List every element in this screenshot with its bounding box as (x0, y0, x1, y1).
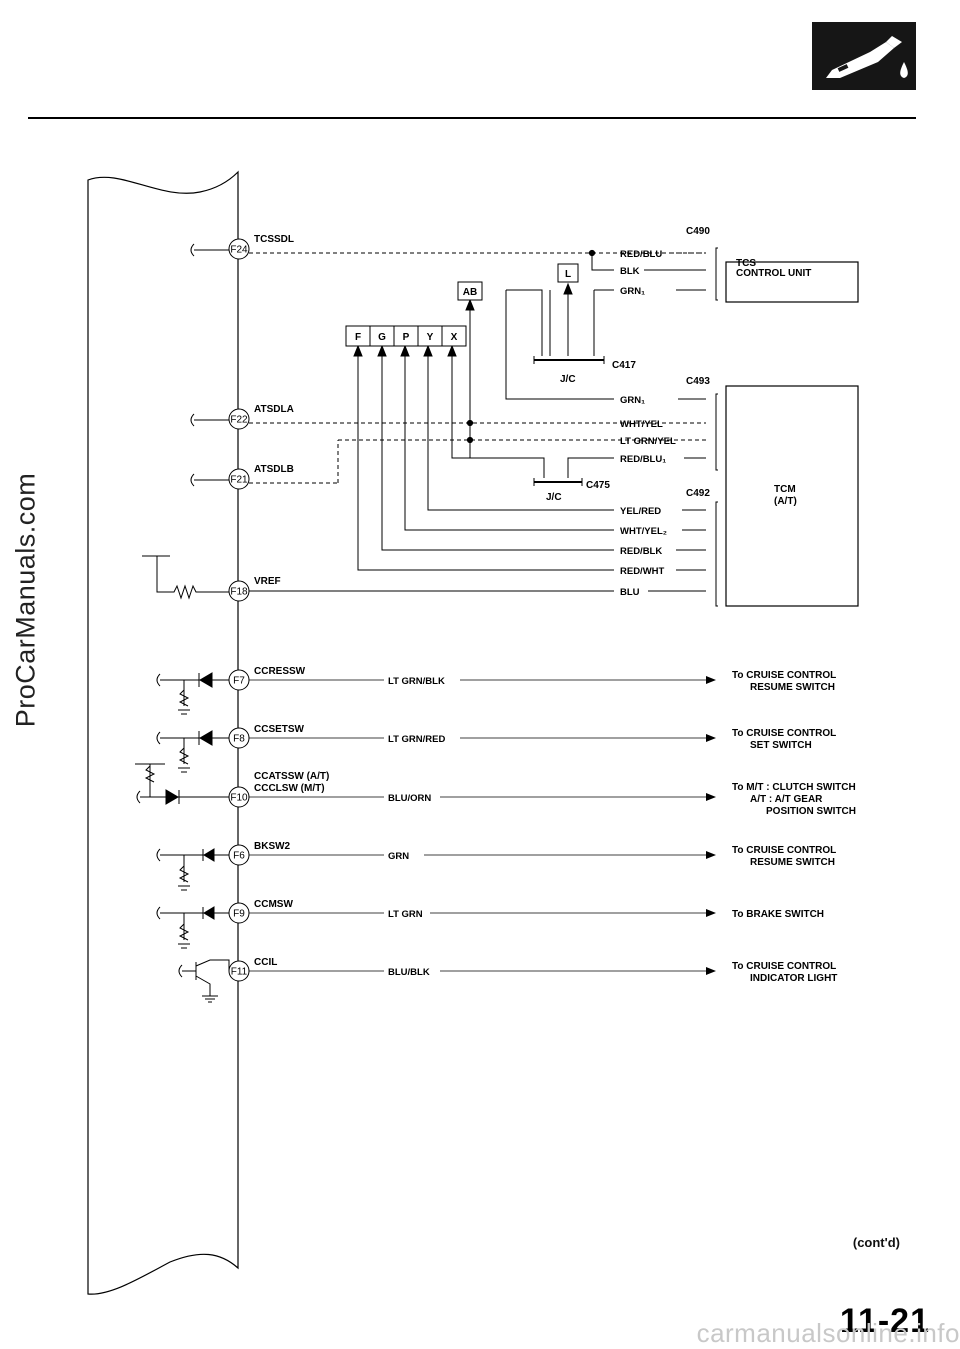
tcm-sub: (A/T) (774, 496, 797, 507)
wires-upper (249, 247, 718, 607)
continued-label: (cont'd) (852, 1235, 900, 1250)
output-wire-4: LT GRN (388, 909, 423, 920)
pin-f10: F10 (228, 786, 250, 808)
page-number: 11-21 (839, 1302, 930, 1340)
wire-tcm-4: YEL/RED (620, 506, 661, 517)
signal-tcssdl: TCSSDL (254, 234, 294, 245)
dest-3-line-0: To CRUISE CONTROL (732, 845, 836, 856)
dlc-terminals: F G P Y X AB L (345, 263, 579, 347)
terminal-ab: AB (463, 287, 477, 298)
connector-c475: C475 (586, 480, 610, 491)
pin-f24: F24 (228, 238, 250, 260)
pin-f6-label: F6 (233, 851, 245, 862)
dest-3-line-1: RESUME SWITCH (750, 857, 835, 868)
connector-c492: C492 (686, 488, 710, 499)
pin-f7-label: F7 (233, 676, 245, 687)
wire-tcs-2: GRN₁ (620, 286, 645, 297)
pin-f22: F22 (228, 408, 250, 430)
output-wire-3: GRN (388, 851, 409, 862)
pin-f18: F18 (228, 580, 250, 602)
signal-ccsetsw: CCSETSW (254, 724, 305, 735)
output-wires (249, 679, 708, 972)
pin-f7: F7 (228, 669, 250, 691)
wire-tcm-1: WHT/YEL (620, 419, 663, 430)
dest-2-line-2: POSITION SWITCH (766, 806, 856, 817)
pin-f21-label: F21 (230, 475, 248, 486)
wire-tcs-0: RED/BLU (620, 249, 662, 260)
bottom-watermark: carmanualsonline.info (696, 1318, 960, 1348)
signal-ccressw: CCRESSW (254, 666, 306, 677)
signal-ccclsw: CCCLSW (M/T) (254, 783, 325, 794)
dest-0-line-1: RESUME SWITCH (750, 682, 835, 693)
pin-f24-label: F24 (230, 245, 248, 256)
terminal-x: X (451, 332, 458, 343)
wire-tcm-7: RED/WHT (620, 566, 665, 577)
output-wire-1: LT GRN/RED (388, 734, 445, 745)
wire-tcm-5: WHT/YEL₂ (620, 526, 667, 537)
wire-tcm-8: BLU (620, 587, 640, 598)
connector-c490: C490 (686, 226, 710, 237)
pin-f11: F11 (228, 960, 250, 982)
wire-tcm-6: RED/BLK (620, 546, 662, 557)
pin-f8-label: F8 (233, 734, 245, 745)
dest-2-line-1: A/T : A/T GEAR (750, 794, 823, 805)
connector-c417: C417 (612, 360, 636, 371)
jc-label-1: J/C (560, 374, 576, 385)
fuel-nozzle-logo-icon (812, 22, 916, 90)
internal-stubs (135, 243, 230, 1003)
pin-f11-label: F11 (231, 967, 248, 978)
terminal-p: P (403, 332, 410, 343)
output-wire-5: BLU/BLK (388, 967, 430, 978)
ecm-outline (87, 170, 239, 1295)
output-wire-0: LT GRN/BLK (388, 676, 445, 687)
signal-ccil: CCIL (254, 957, 277, 968)
pin-f21: F21 (228, 468, 250, 490)
tcm-unit: TCM (A/T) (725, 385, 859, 607)
terminal-y: Y (427, 332, 434, 343)
dest-4-line-0: To BRAKE SWITCH (732, 909, 824, 920)
pin-f6: F6 (228, 844, 250, 866)
signal-bksw2: BKSW2 (254, 841, 291, 852)
tcs-unit: TCS CONTROL UNIT (725, 258, 859, 303)
pin-f9: F9 (228, 902, 250, 924)
output-wire-2: BLU/ORN (388, 793, 431, 804)
output-arrows (706, 676, 716, 975)
dest-1-line-0: To CRUISE CONTROL (732, 728, 836, 739)
jc-label-2: J/C (546, 492, 562, 503)
pin-f18-label: F18 (230, 587, 248, 598)
wire-tcm-0: GRN₁ (620, 395, 645, 406)
pin-f22-label: F22 (230, 415, 248, 426)
wire-tcm-2: LT GRN/YEL (620, 436, 676, 447)
terminal-g: G (378, 332, 386, 343)
terminal-f: F (355, 332, 361, 343)
dest-2-line-0: To M/T : CLUTCH SWITCH (732, 782, 856, 793)
dest-5-line-0: To CRUISE CONTROL (732, 961, 836, 972)
pin-f9-label: F9 (233, 909, 245, 920)
signal-atsdla: ATSDLA (254, 404, 294, 415)
wire-tcs-1: BLK (620, 266, 640, 277)
tcs-name: TCS (736, 258, 756, 269)
dest-0-line-0: To CRUISE CONTROL (732, 670, 836, 681)
output-destinations: To CRUISE CONTROL RESUME SWITCH To CRUIS… (732, 670, 856, 984)
signal-atsdlb: ATSDLB (254, 464, 294, 475)
pin-f8: F8 (228, 727, 250, 749)
signal-ccmsw: CCMSW (254, 899, 293, 910)
dest-5-line-1: INDICATOR LIGHT (750, 973, 837, 984)
connector-c493: C493 (686, 376, 710, 387)
pin-f10-label: F10 (230, 793, 248, 804)
terminal-l: L (565, 269, 571, 280)
tcs-sub: CONTROL UNIT (736, 268, 811, 279)
signal-ccatssw: CCATSSW (A/T) (254, 771, 329, 782)
tcm-name: TCM (774, 484, 796, 495)
wire-tcm-3: RED/BLU₁ (620, 454, 666, 465)
dest-1-line-1: SET SWITCH (750, 740, 812, 751)
pin-circles: F24 F22 F21 F18 F7 F8 F10 F6 F9 F11 (228, 238, 250, 982)
signal-vref: VREF (254, 576, 281, 587)
